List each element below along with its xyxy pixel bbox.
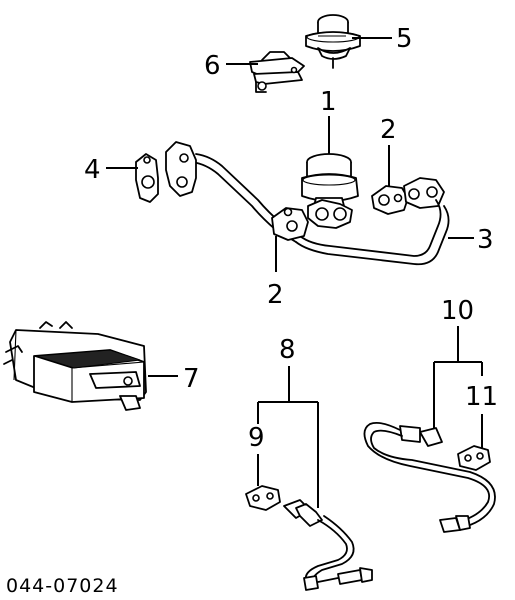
callout-5: 5	[396, 24, 413, 54]
vacuum-modulator-part	[305, 14, 361, 69]
callout-3: 3	[477, 225, 494, 255]
oxygen-sensor-10-part	[363, 421, 496, 533]
gasket-left-part	[135, 153, 159, 203]
callout-8: 8	[279, 335, 296, 365]
callout-9: 9	[248, 423, 265, 453]
egr-valve-part	[301, 153, 359, 229]
diagram-code: 044-07024	[6, 575, 119, 597]
callout-2-lower: 2	[267, 280, 284, 310]
gasket-lower-part	[271, 207, 309, 241]
callout-7: 7	[183, 364, 200, 394]
sensor-gasket-11-part	[457, 445, 491, 471]
oxygen-sensor-8-part	[283, 499, 373, 591]
callout-2-upper: 2	[380, 115, 397, 145]
callout-11: 11	[465, 382, 498, 412]
callout-1: 1	[320, 87, 337, 117]
gasket-upper-part	[371, 185, 409, 215]
callout-10: 10	[441, 296, 474, 326]
sensor-gasket-9-part	[245, 485, 281, 511]
charcoal-canister-part	[3, 321, 147, 411]
egr-pipe-part	[165, 141, 450, 266]
callout-6: 6	[204, 51, 221, 81]
bracket-part	[249, 51, 305, 93]
callout-4: 4	[84, 155, 101, 185]
